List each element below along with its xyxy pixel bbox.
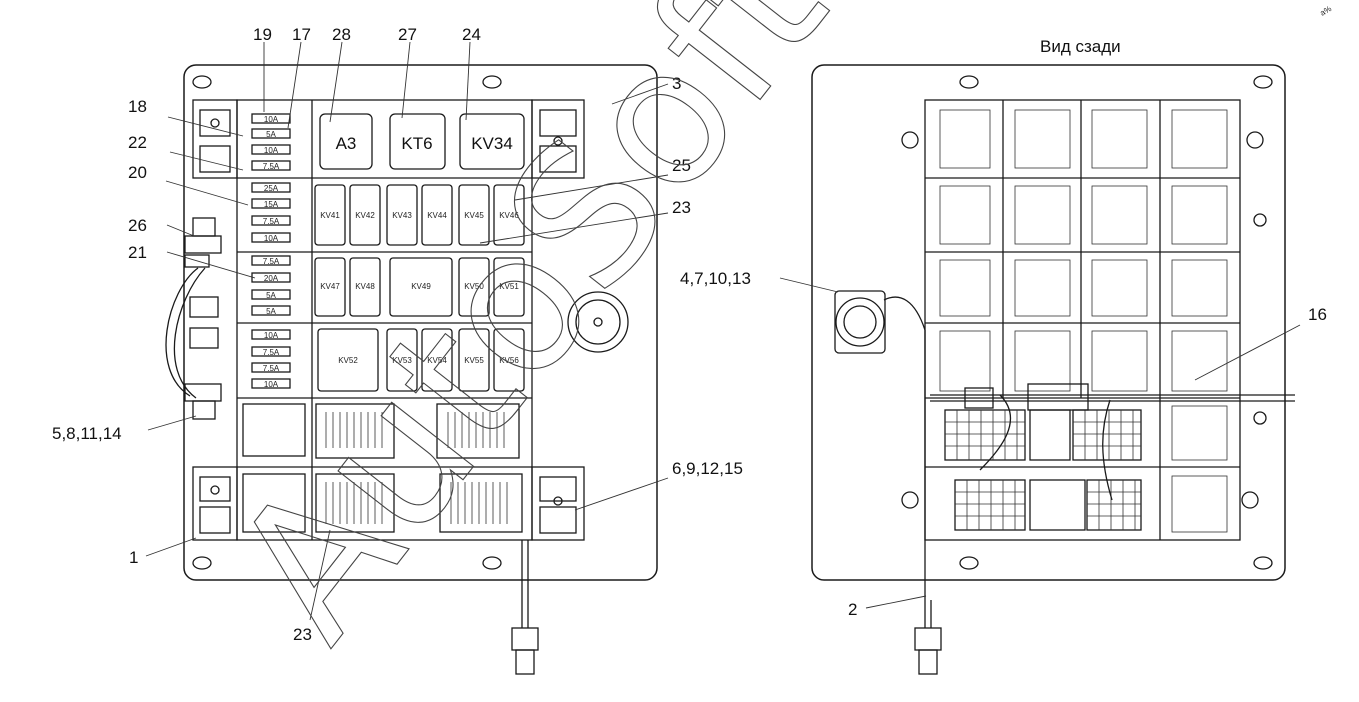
relay-row-2: KV47 KV48 KV49 KV50 KV51 — [314, 257, 525, 317]
mount-hole — [192, 75, 212, 89]
relay-kv48: KV48 — [355, 282, 375, 291]
component-kt6 — [389, 113, 446, 170]
mount-hole — [959, 75, 979, 89]
corner-mark: a% — [1319, 4, 1334, 18]
fuse-label: 7.5A — [263, 162, 280, 171]
rear-connector — [1086, 479, 1142, 531]
relay-kv51: KV51 — [499, 282, 519, 291]
callout-26: 26 — [128, 216, 147, 235]
fuse-label: 7.5A — [263, 348, 280, 357]
rear-connector — [954, 479, 1026, 531]
fuse-label: 10A — [264, 234, 279, 243]
fuse-column: 10A 5A 10A 7.5A 25A 15A 7.5A 10A 7.5A 20… — [251, 113, 291, 389]
mount-hole — [192, 556, 212, 570]
fuse-label: 7.5A — [263, 364, 280, 373]
relay-row-3: KV52 KV53 KV54 KV55 KV56 — [317, 328, 525, 392]
callout-18: 18 — [128, 97, 147, 116]
relay-kv46: KV46 — [499, 211, 519, 220]
rear-block — [924, 99, 1241, 541]
relay-kv44: KV44 — [427, 211, 447, 220]
callout-28: 28 — [332, 25, 351, 44]
callout-25: 25 — [672, 156, 691, 175]
fuse-label: 10A — [264, 380, 279, 389]
cable-plug — [511, 627, 539, 651]
relay-kv42: KV42 — [355, 211, 375, 220]
callout-17: 17 — [292, 25, 311, 44]
relay-kv50: KV50 — [464, 282, 484, 291]
fuse-label: 5A — [266, 307, 276, 316]
fuse-label: 10A — [264, 115, 279, 124]
callout-24: 24 — [462, 25, 481, 44]
callout-6-9-12-15: 6,9,12,15 — [672, 459, 743, 478]
callout-21: 21 — [128, 243, 147, 262]
mount-hole — [1253, 75, 1273, 89]
fuse-label: 10A — [264, 146, 279, 155]
front-view: A3 KT6 KV34 KV41 KV42 KV43 KV44 KV45 KV4… — [165, 64, 658, 675]
relay-kv53: KV53 — [392, 356, 412, 365]
relay-kv41: KV41 — [320, 211, 340, 220]
relay-kv52: KV52 — [338, 356, 358, 365]
callout-22: 22 — [128, 133, 147, 152]
fuse-label: 25A — [264, 184, 279, 193]
callout-5-8-11-14: 5,8,11,14 — [52, 424, 122, 443]
mount-hole — [482, 556, 502, 570]
rail-block — [531, 99, 585, 179]
callout-1: 1 — [129, 548, 138, 567]
relay-kv43: KV43 — [392, 211, 412, 220]
relay-kv45: KV45 — [464, 211, 484, 220]
round-connector-front — [567, 291, 629, 353]
relay-kv49: KV49 — [411, 282, 431, 291]
relay-kv55: KV55 — [464, 356, 484, 365]
relay-kv47: KV47 — [320, 282, 340, 291]
fuse-label: 7.5A — [263, 257, 280, 266]
round-connector-rear — [835, 297, 885, 347]
callout-20: 20 — [128, 163, 147, 182]
fuse-label: 20A — [264, 274, 279, 283]
connector — [315, 473, 395, 533]
connector — [315, 403, 395, 459]
callouts: 19 17 28 27 24 18 22 20 26 21 3 25 23 4,… — [52, 25, 1327, 644]
callout-19: 19 — [253, 25, 272, 44]
view-title: Вид сзади — [1040, 37, 1121, 56]
component-kv34 — [459, 113, 525, 170]
label-kv34: KV34 — [471, 134, 513, 153]
rear-view — [811, 64, 1295, 675]
mount-hole — [482, 75, 502, 89]
callout-4-7-10-13: 4,7,10,13 — [680, 269, 751, 288]
relay-kv56: KV56 — [499, 356, 519, 365]
connector — [436, 403, 520, 459]
fuse-label: 10A — [264, 331, 279, 340]
rear-connector — [944, 409, 1026, 461]
relay-row-1: KV41 KV42 KV43 KV44 KV45 KV46 — [314, 184, 525, 246]
mount-hole — [1253, 556, 1273, 570]
connector — [439, 473, 523, 533]
fuse-label: 7.5A — [263, 217, 280, 226]
leader-lines — [145, 41, 1301, 621]
callout-23: 23 — [672, 198, 691, 217]
rail-block — [192, 99, 238, 179]
label-a3: A3 — [336, 134, 357, 153]
rail-block — [531, 466, 585, 541]
callout-27: 27 — [398, 25, 417, 44]
callout-16: 16 — [1308, 305, 1327, 324]
callout-23-bottom: 23 — [293, 625, 312, 644]
rail-block — [192, 466, 238, 541]
component-a3 — [319, 113, 373, 170]
callout-3: 3 — [672, 74, 681, 93]
component-block — [236, 99, 533, 541]
fuse-label: 5A — [266, 291, 276, 300]
callout-2: 2 — [848, 600, 857, 619]
label-kt6: KT6 — [401, 134, 432, 153]
fuse-label: 5A — [266, 130, 276, 139]
fuse-label: 15A — [264, 200, 279, 209]
cable-plug-rear — [914, 627, 942, 651]
mount-hole — [959, 556, 979, 570]
relay-kv54: KV54 — [427, 356, 447, 365]
